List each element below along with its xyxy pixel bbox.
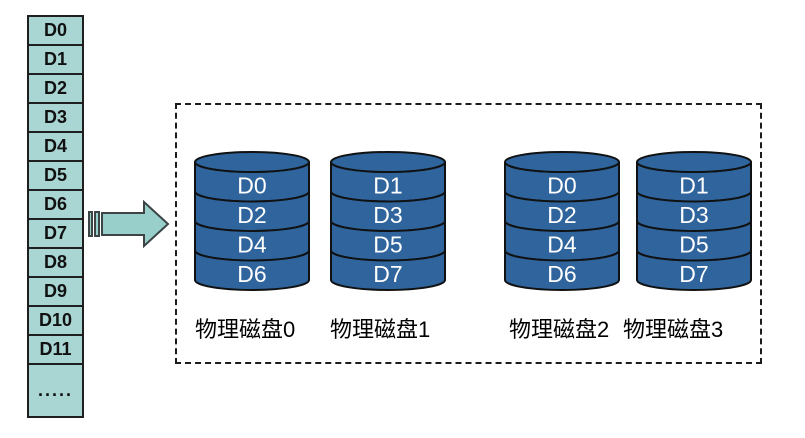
logical-block-more: ..... [27,363,84,418]
logical-block: D3 [27,102,84,133]
disk-top [636,151,752,173]
disk-band-label: D4 [547,232,577,258]
disk-label-1: 物理磁盘1 [330,317,431,342]
disk-band [330,250,446,291]
logical-block: D8 [27,247,84,278]
disk-band-label: D5 [679,232,708,258]
logical-block: D9 [27,276,84,307]
disk-band-label: D6 [547,261,576,287]
logical-block: D6 [27,189,84,220]
disk-label-0: 物理磁盘0 [195,317,296,342]
logical-block: D2 [27,73,84,104]
disk-band [636,250,752,291]
disk-band-label: D7 [373,261,402,287]
disk-band-label: D7 [679,261,708,287]
disk-band [504,250,620,291]
disk-label-3: 物理磁盘3 [623,317,724,342]
logical-block: D7 [27,218,84,249]
logical-block: D10 [27,305,84,336]
disk-band-label: D0 [237,173,266,199]
logical-block: D5 [27,160,84,191]
arrow-stripe [94,211,100,237]
disk-band-label: D5 [373,232,402,258]
disk-band-label: D4 [237,232,267,258]
disk-top [504,151,620,173]
disk-band-label: D1 [679,173,708,199]
disk-band [194,250,310,291]
disk-band-label: D6 [237,261,266,287]
disk-band-label: D3 [679,202,708,228]
disk-band-label: D2 [237,202,266,228]
logical-block: D11 [27,334,84,365]
disk-top [330,151,446,173]
logical-block: D4 [27,131,84,162]
disk-band-label: D1 [373,173,402,199]
disk-top [194,151,310,173]
raid-group-boundary [175,103,762,364]
disk-band-label: D3 [373,202,402,228]
logical-block: D0 [27,15,84,46]
disk-band-label: D0 [547,173,576,199]
logical-block: D1 [27,44,84,75]
disk-label-2: 物理磁盘2 [509,317,610,342]
striped-right-arrow-icon [88,200,170,248]
arrow-stripe [88,211,93,237]
arrow-body [101,200,170,248]
disk-band-label: D2 [547,202,576,228]
